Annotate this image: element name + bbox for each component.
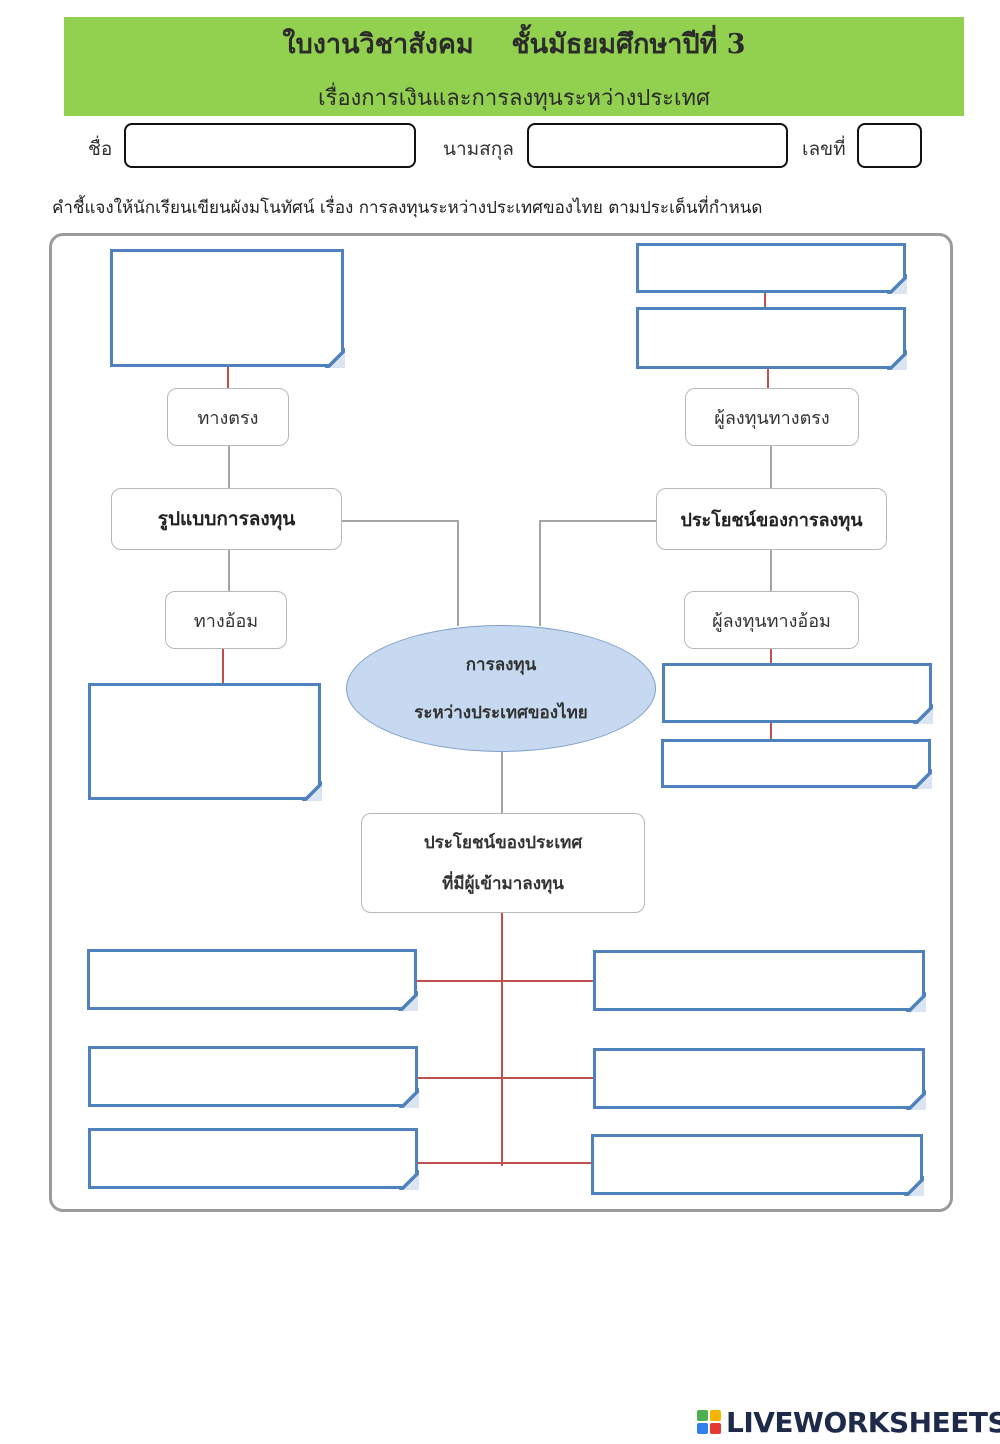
answer-box-indirect-investor-1[interactable] [662,663,933,724]
answer-box-host-benefit-2[interactable] [593,950,926,1012]
surname-field[interactable] [527,123,788,168]
connector-line [539,520,541,626]
instruction-text: คำชี้แจงให้นักเรียนเขียนผังมโนทัศน์ เรื่… [52,198,763,218]
connector-line [770,446,772,489]
connector-line [228,446,230,489]
name-label: ชื่อ [88,138,113,160]
indirect-investor-label: ผู้ลงทุนทางอ้อม [684,591,859,649]
central-topic-line-2: ระหว่างประเทศของไทย [414,703,588,724]
indirect-label: ทางอ้อม [165,591,287,649]
name-field[interactable] [124,123,416,168]
direct-investor-label: ผู้ลงทุนทางตรง [685,388,859,446]
header-banner [64,17,964,116]
answer-box-direct-form[interactable] [110,249,345,368]
red-connector [418,1077,594,1079]
surname-label: นามสกุล [443,138,514,160]
connector-line [457,520,459,626]
benefits-label: ประโยชน์ของการลงทุน [656,488,887,550]
answer-box-direct-investor-2[interactable] [636,307,907,370]
answer-box-host-benefit-6[interactable] [591,1134,924,1196]
answer-box-indirect-investor-2[interactable] [661,739,932,789]
connector-line [228,550,230,592]
answer-box-host-benefit-1[interactable] [87,949,418,1011]
answer-box-indirect-form[interactable] [88,683,322,801]
central-topic-ellipse: การลงทุน ระหว่างประเทศของไทย [346,625,656,752]
host-benefits-label: ประโยชน์ของประเทศ ที่มีผู้เข้ามาลงทุน [361,813,645,913]
red-connector [770,722,772,740]
connector-line [501,752,503,813]
forms-label: รูปแบบการลงทุน [111,488,342,550]
answer-box-host-benefit-5[interactable] [88,1128,419,1190]
red-connector [764,292,766,309]
connector-line [342,520,458,522]
number-label: เลขที่ [802,138,846,160]
answer-box-host-benefit-3[interactable] [88,1046,419,1108]
host-benefits-line-2: ที่มีผู้เข้ามาลงทุน [442,874,564,894]
red-connector [770,649,772,664]
connector-line [539,520,656,522]
red-connector [222,649,224,684]
red-connector [767,369,769,389]
red-connector [416,980,594,982]
liveworksheets-logo: LIVEWORKSHEETS [697,1404,1000,1440]
answer-box-host-benefit-4[interactable] [593,1048,926,1110]
red-connector [501,913,503,1166]
answer-box-direct-investor-1[interactable] [636,243,907,294]
number-field[interactable] [857,123,922,168]
red-connector [418,1162,592,1164]
host-benefits-line-1: ประโยชน์ของประเทศ [423,833,583,853]
red-connector [227,366,229,389]
worksheet-subtitle: เรื่องการเงินและการลงทุนระหว่างประเทศ [318,86,710,111]
logo-text: LIVEWORKSHEETS [726,1405,1000,1439]
connector-line [770,550,772,592]
direct-label: ทางตรง [167,388,289,446]
liveworksheets-logo-icon [697,1410,721,1434]
worksheet-title: ใบงานวิชาสังคม ชั้นมัธยมศึกษาปีที่ 3 [282,29,746,60]
central-topic-line-1: การลงทุน [465,654,537,675]
